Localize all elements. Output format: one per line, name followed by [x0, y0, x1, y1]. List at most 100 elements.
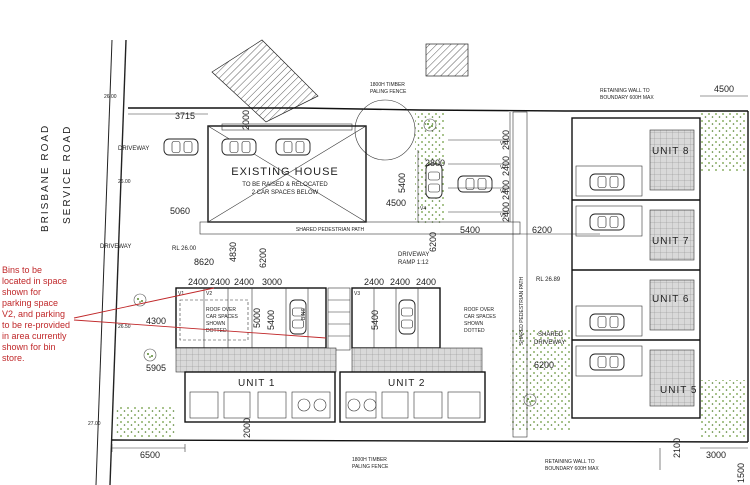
site-boundary: [111, 107, 749, 443]
car-unit-5: [589, 353, 625, 371]
tree-canopy: [354, 99, 416, 161]
dimension-label: 2400: [210, 277, 230, 287]
level-label: 26.00: [118, 179, 131, 185]
dimension-label: 3000: [262, 277, 282, 287]
neighbour-building-right: [425, 43, 469, 77]
shared-path-label: SHARED PEDESTRIAN PATH: [296, 227, 365, 233]
car-space-label: V1: [178, 291, 184, 297]
roof-over-note-b: ROOF OVER CAR SPACES SHOWN DOTTED: [464, 307, 497, 334]
dimension-label: 2400: [501, 180, 511, 200]
unit-5-label: UNIT 5: [660, 385, 698, 396]
dimension-label: 5400: [266, 310, 276, 330]
svg-text:RETAINING WALL TO: RETAINING WALL TO: [545, 459, 595, 465]
car-top-3: [275, 138, 311, 156]
retaining-note-top: RETAINING WALL TO BOUNDARY 600H MAX: [600, 88, 654, 101]
svg-text:Bins to be: Bins to be: [2, 265, 42, 275]
car-space-label: V8: [500, 189, 506, 195]
dimension-label: 2800: [425, 158, 445, 168]
level-label: 27.00: [88, 421, 101, 427]
driveway-top-label: DRIVEWAY: [118, 146, 149, 152]
svg-text:located in space: located in space: [2, 276, 67, 286]
dimension-label: 4500: [386, 198, 406, 208]
dimension-label: 4830: [228, 242, 238, 262]
dimension-label: 2400: [364, 277, 384, 287]
retaining-note-bottom: RETAINING WALL TO BOUNDARY 600H MAX: [545, 459, 599, 472]
bins-note-arrow: [73, 287, 215, 319]
unit-1-label: UNIT 1: [238, 378, 276, 389]
dimension-label: 1500: [736, 463, 746, 483]
units-right-block: [571, 117, 701, 419]
svg-text:BOUNDARY 600H MAX: BOUNDARY 600H MAX: [600, 95, 654, 101]
dimension-label: 2400: [390, 277, 410, 287]
car-space-label: V7: [500, 165, 506, 171]
svg-text:RETAINING WALL TO: RETAINING WALL TO: [600, 88, 650, 94]
unit-6-label: UNIT 6: [652, 294, 690, 305]
svg-text:PALING FENCE: PALING FENCE: [370, 89, 407, 95]
unit-2-label: UNIT 2: [388, 378, 426, 389]
unit-1-plan: [184, 371, 336, 423]
road-label-brisbane: BRISBANE ROAD: [40, 124, 51, 232]
dimension-label: 2400: [501, 202, 511, 222]
svg-text:DOTTED: DOTTED: [464, 328, 485, 334]
dimension-label: 3000: [706, 450, 726, 460]
bin-store: [327, 287, 351, 351]
dimension-label: 4300: [146, 316, 166, 326]
dimension-label: 4500: [714, 84, 734, 94]
dimension-label: 2400: [501, 130, 511, 150]
driveway-mid-label: DRIVEWAY: [100, 244, 131, 250]
dimension-label: 5905: [146, 363, 166, 373]
visitor-bays: [417, 112, 511, 222]
svg-text:in area currently: in area currently: [2, 331, 67, 341]
car-top-2: [221, 138, 257, 156]
svg-text:V2, and parking: V2, and parking: [2, 309, 65, 319]
svg-text:ROOF OVER: ROOF OVER: [206, 307, 236, 313]
dimension-label: 6200: [258, 248, 268, 268]
svg-text:PALING FENCE: PALING FENCE: [352, 464, 389, 470]
dimension-label: 6200: [532, 225, 552, 235]
car-space-label: V4: [420, 206, 426, 212]
dimension-label: 6200: [534, 360, 554, 370]
car-space-label: V3: [354, 291, 360, 297]
dimension-label: 2000: [241, 110, 251, 130]
svg-text:shown for bin: shown for bin: [2, 342, 56, 352]
house-sub1: TO BE RAISED & RELOCATED: [242, 182, 328, 188]
level-label: 26.00: [104, 94, 117, 100]
svg-text:shown for: shown for: [2, 287, 41, 297]
dimension-label: 2100: [672, 438, 682, 458]
car-right-row: [398, 299, 416, 335]
car-unit-8: [589, 173, 625, 191]
house-sub2: 2 CAR SPACES BELOW: [252, 190, 319, 196]
dimension-label: 5060: [170, 206, 190, 216]
service-road: [95, 39, 127, 485]
bins-note: Bins to be located in space shown for pa…: [2, 265, 70, 363]
landscape-right-top: [700, 112, 746, 172]
house-title: EXISTING HOUSE: [231, 166, 339, 178]
unit-8-label: UNIT 8: [652, 146, 690, 157]
svg-text:parking space: parking space: [2, 298, 58, 308]
shared-path-band: [199, 221, 521, 235]
dimension-label: 8620: [194, 257, 214, 267]
unit-7-label: UNIT 7: [652, 236, 690, 247]
level-label: 26.50: [118, 324, 131, 330]
car-unit-7: [589, 213, 625, 231]
driveway-ramp-label-2: RAMP 1:12: [398, 260, 429, 266]
dimension-label: 2400: [234, 277, 254, 287]
dimension-label: 5400: [370, 310, 380, 330]
rl-label-2: RL 26.89: [536, 277, 561, 283]
svg-text:1800H TIMBER: 1800H TIMBER: [370, 82, 405, 88]
dimension-label: 5000: [252, 308, 262, 328]
dimension-label: 2400: [416, 277, 436, 287]
dimension-label: 2400: [501, 156, 511, 176]
paving-unit1: [175, 347, 337, 373]
dimension-label: 2000: [242, 418, 252, 438]
car-space-label: V6: [500, 141, 506, 147]
dimension-label: 6200: [428, 232, 438, 252]
landscape-right-bottom: [700, 380, 746, 438]
svg-text:1800H TIMBER: 1800H TIMBER: [352, 457, 387, 463]
fence-note-top: 1800H TIMBER PALING FENCE: [370, 82, 407, 95]
shared-path-vertical-label: SHARED PEDESTRIAN PATH: [519, 276, 525, 345]
tree-icon: [143, 348, 157, 362]
parking-row-right: [351, 287, 441, 349]
svg-text:ROOF OVER: ROOF OVER: [464, 307, 494, 313]
dimension-label: 5400: [460, 225, 480, 235]
